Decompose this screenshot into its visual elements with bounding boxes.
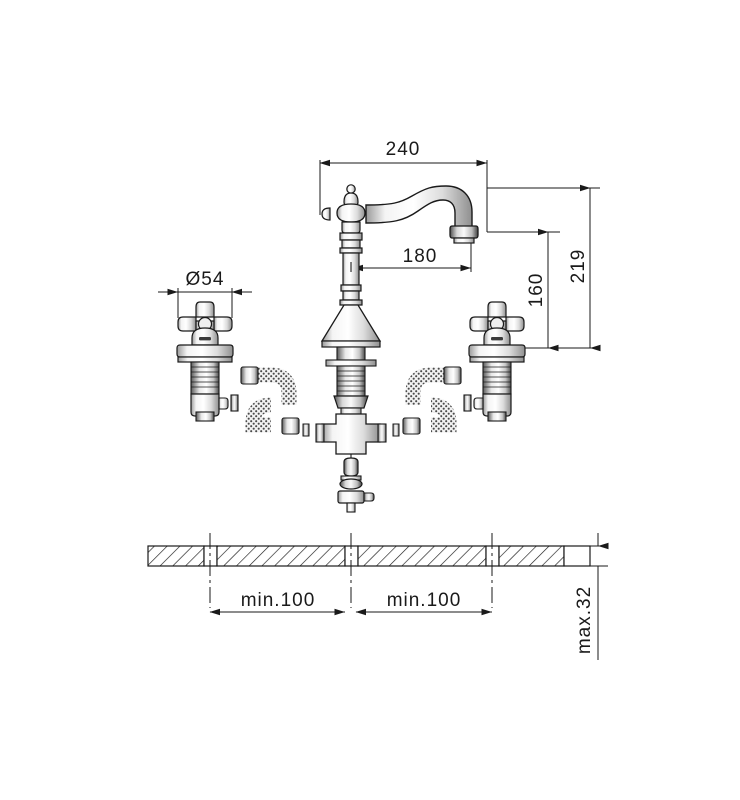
right-supply-hose xyxy=(392,366,462,437)
dim-min100-right: min.100 xyxy=(355,590,492,616)
right-hose-nut-b xyxy=(402,417,421,435)
right-hose-nut-a xyxy=(443,366,462,385)
dim-180: 180 xyxy=(352,236,472,272)
left-hose-nut-b xyxy=(281,417,300,435)
spout-aerator xyxy=(449,225,479,239)
column-ball xyxy=(336,203,366,223)
dim-219: 219 xyxy=(487,184,601,352)
left-valve xyxy=(176,301,239,422)
dim-max32: max.32 xyxy=(574,533,609,660)
center-shank-assembly xyxy=(315,346,387,513)
dim-240: 240 xyxy=(319,139,488,232)
spout xyxy=(365,185,479,244)
dim-219-label: 219 xyxy=(568,249,589,284)
dim-min100-left: min.100 xyxy=(209,590,345,616)
dim-max32-label: max.32 xyxy=(574,586,595,654)
dim-min100-right-label: min.100 xyxy=(387,590,462,611)
left-supply-hose xyxy=(240,366,310,437)
dim-min100-left-label: min.100 xyxy=(241,590,316,611)
left-hose-nut-a xyxy=(240,366,259,385)
left-valve-outlet-body xyxy=(190,393,220,417)
center-mounting-washer xyxy=(325,359,377,367)
dim-180-label: 180 xyxy=(403,246,438,267)
deck-section xyxy=(147,545,591,567)
right-valve-outlet-body xyxy=(482,393,512,417)
right-valve xyxy=(463,301,526,422)
center-hex-nut xyxy=(333,395,369,409)
center-lower-body xyxy=(337,490,365,504)
dim-240-label: 240 xyxy=(386,139,421,160)
column-finial-tip xyxy=(346,184,356,194)
deck-centerlines xyxy=(209,533,493,608)
dim-d54: Ø54 xyxy=(158,269,252,318)
central-column xyxy=(320,184,382,348)
dim-160-label: 160 xyxy=(526,273,547,308)
dim-d54-label: Ø54 xyxy=(186,269,225,290)
